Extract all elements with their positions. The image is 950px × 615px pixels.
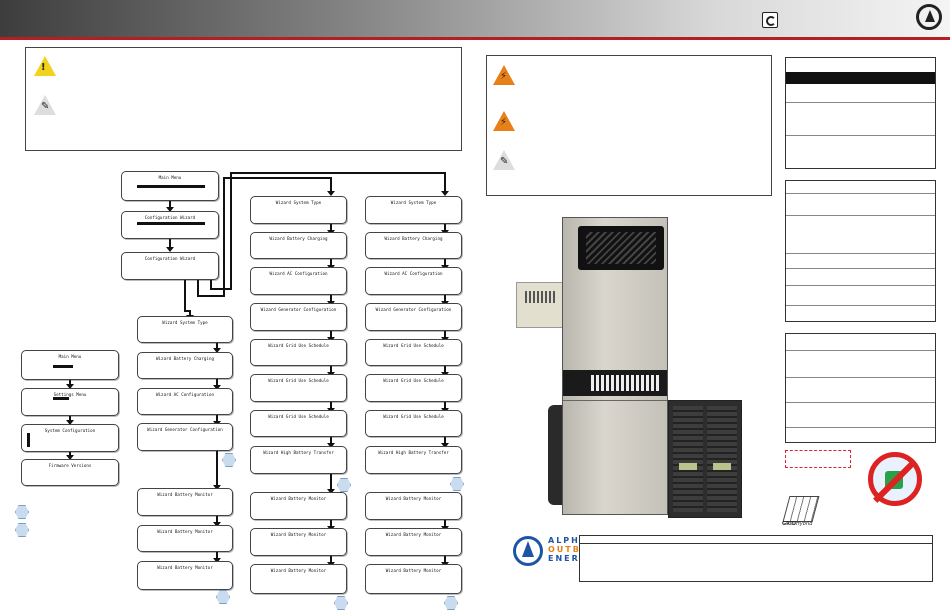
cycle-icon[interactable] [762, 12, 778, 28]
no-disposal-icon [868, 452, 922, 506]
footer-box [579, 535, 933, 582]
breaker-row [563, 370, 667, 396]
info-table-2 [785, 180, 936, 322]
dashed-note-box [785, 450, 851, 468]
screen-wizard-ac-configuration: Wizard AC Configuration [250, 267, 347, 295]
electric-shock-icon: ⚡ [493, 65, 515, 85]
screen-wizard-grid-use-schedule: Wizard Grid Use Schedule [250, 339, 347, 366]
brand-wordmark: ALPHA OUTBACK ENERGY [548, 536, 606, 563]
screen-wizard-generator-configuration: Wizard Generator Configuration [365, 303, 462, 331]
step-marker [216, 590, 230, 604]
screen-wizard-battery-monitor: Wizard Battery Monitor [137, 488, 233, 516]
screen-wizard-battery-charging: Wizard Battery Charging [137, 352, 233, 379]
screen-wizard-system-type: Wizard System Type [137, 316, 233, 343]
step-marker [334, 596, 348, 610]
screen-wizard-battery-monitor: Wizard Battery Monitor [137, 561, 233, 590]
screen-wizard-battery-monitor: Wizard Battery Monitor [250, 564, 347, 594]
screen-wizard-battery-monitor: Wizard Battery Monitor [365, 528, 462, 556]
screen-firmware-versions: Firmware Versions [21, 459, 119, 486]
screen-wizard-generator-configuration: Wizard Generator Configuration [250, 303, 347, 331]
note-icon: ✎ [493, 150, 515, 170]
legend-marker [15, 505, 29, 519]
header-rule [0, 37, 950, 40]
screen-wizard-system-type: Wizard System Type [365, 196, 462, 224]
grid-hybrid-text: GRIDHybrid [782, 521, 813, 527]
screen-settings-menu: Settings Menu [21, 388, 119, 416]
brand-logo-icon [513, 536, 543, 566]
info-table-1 [785, 57, 936, 169]
screen-wizard-battery-monitor: Wizard Battery Monitor [137, 525, 233, 552]
info-table-3 [785, 333, 936, 443]
remote-panel-image [516, 282, 566, 328]
screen-configuration-wizard: Configuration Wizard [121, 252, 219, 280]
power-system-image [562, 217, 668, 515]
screen-wizard-high-battery-transfer: Wizard High Battery Transfer [250, 446, 347, 474]
screen-wizard-grid-use-schedule: Wizard Grid Use Schedule [250, 374, 347, 402]
header-banner [0, 0, 950, 40]
screen-wizard-generator-configuration: Wizard Generator Configuration [137, 423, 233, 451]
screen-wizard-battery-monitor: Wizard Battery Monitor [365, 492, 462, 520]
screen-main-menu-small: Main Menu [21, 350, 119, 380]
screen-wizard-battery-monitor: Wizard Battery Monitor [250, 528, 347, 556]
grid-hybrid-logo [782, 496, 820, 522]
electric-shock-icon: ⚡ [493, 111, 515, 131]
cabinet-vent [578, 226, 664, 270]
step-marker [450, 477, 464, 491]
step-marker [444, 596, 458, 610]
screen-wizard-system-type: Wizard System Type [250, 196, 347, 224]
screen-wizard-ac-configuration: Wizard AC Configuration [365, 267, 462, 295]
step-marker [337, 478, 351, 492]
screen-wizard-grid-use-schedule: Wizard Grid Use Schedule [365, 410, 462, 437]
screen-wizard-grid-use-schedule: Wizard Grid Use Schedule [365, 374, 462, 402]
inverter-modules [668, 400, 742, 518]
legend-marker [15, 523, 29, 537]
screen-system-configuration: System Configuration [21, 424, 119, 452]
screen-wizard-grid-use-schedule: Wizard Grid Use Schedule [365, 339, 462, 366]
cabinet-side [548, 405, 562, 505]
caution-box: ! ✎ [25, 47, 462, 151]
note-icon: ✎ [34, 95, 56, 115]
screen-wizard-battery-charging: Wizard Battery Charging [365, 232, 462, 259]
table-header-stripe [786, 72, 935, 84]
screen-wizard-high-battery-transfer: Wizard High Battery Transfer [365, 446, 462, 474]
step-marker [222, 453, 236, 467]
screen-wizard-battery-monitor: Wizard Battery Monitor [365, 564, 462, 594]
screen-main-menu: Main Menu [121, 171, 219, 201]
screen-wizard-battery-monitor: Wizard Battery Monitor [250, 492, 347, 520]
caution-icon: ! [34, 56, 56, 76]
warning-box: ⚡ ⚡ ✎ [486, 55, 772, 196]
screen-wizard-grid-use-schedule: Wizard Grid Use Schedule [250, 410, 347, 437]
screen-configuration-wizard: Configuration Wizard [121, 211, 219, 239]
company-logo-icon [916, 4, 942, 30]
screen-wizard-ac-configuration: Wizard AC Configuration [137, 388, 233, 415]
screen-wizard-battery-charging: Wizard Battery Charging [250, 232, 347, 259]
